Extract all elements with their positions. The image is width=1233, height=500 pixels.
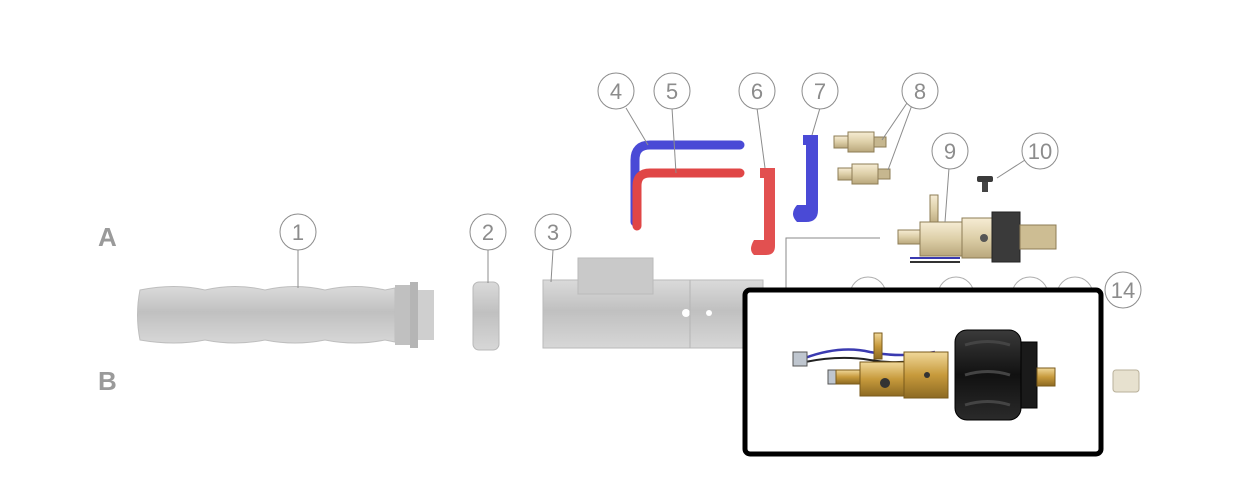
callout-3: 3	[534, 213, 572, 251]
callout-9: 9	[931, 132, 969, 170]
part-3-body	[542, 257, 764, 349]
part-5-red-hose	[632, 168, 745, 231]
callout-2-label: 2	[482, 220, 494, 245]
callout-5-label: 5	[666, 79, 678, 104]
side-label-a: A	[98, 222, 117, 252]
callout-4-label: 4	[610, 79, 622, 104]
callout-10: 10	[1021, 132, 1059, 170]
callout-7-label: 7	[814, 79, 826, 104]
callout-5: 5	[653, 72, 691, 110]
callout-1: 1	[279, 213, 317, 251]
callout-7: 7	[801, 72, 839, 110]
callout-6-label: 6	[751, 79, 763, 104]
part-10-screw	[977, 176, 993, 192]
callout-8: 8	[901, 72, 939, 110]
callout-9-label: 9	[944, 139, 956, 164]
callout-4: 4	[597, 72, 635, 110]
part-2-ring	[472, 281, 500, 351]
callout-1-label: 1	[292, 220, 304, 245]
callout-10-label: 10	[1028, 139, 1052, 164]
part-7-blue-connector	[793, 135, 818, 222]
part-1-grip-handle	[137, 282, 434, 348]
part-14-cap	[1112, 369, 1140, 393]
callout-leaders	[297, 102, 1026, 288]
part-4-blue-hose	[630, 140, 745, 227]
callout-2: 2	[469, 213, 507, 251]
callout-14: 14	[1104, 271, 1142, 309]
inset-leader-line	[785, 237, 880, 290]
callout-14-label: 14	[1111, 278, 1135, 303]
highlight-inset	[742, 287, 1104, 457]
callout-6: 6	[738, 72, 776, 110]
callout-3-label: 3	[547, 220, 559, 245]
part-6-red-connector	[751, 168, 775, 255]
callout-8-label: 8	[914, 79, 926, 104]
part-9-manifold	[897, 194, 1057, 263]
side-label-b: B	[98, 366, 117, 396]
part-8-fittings	[833, 131, 891, 185]
